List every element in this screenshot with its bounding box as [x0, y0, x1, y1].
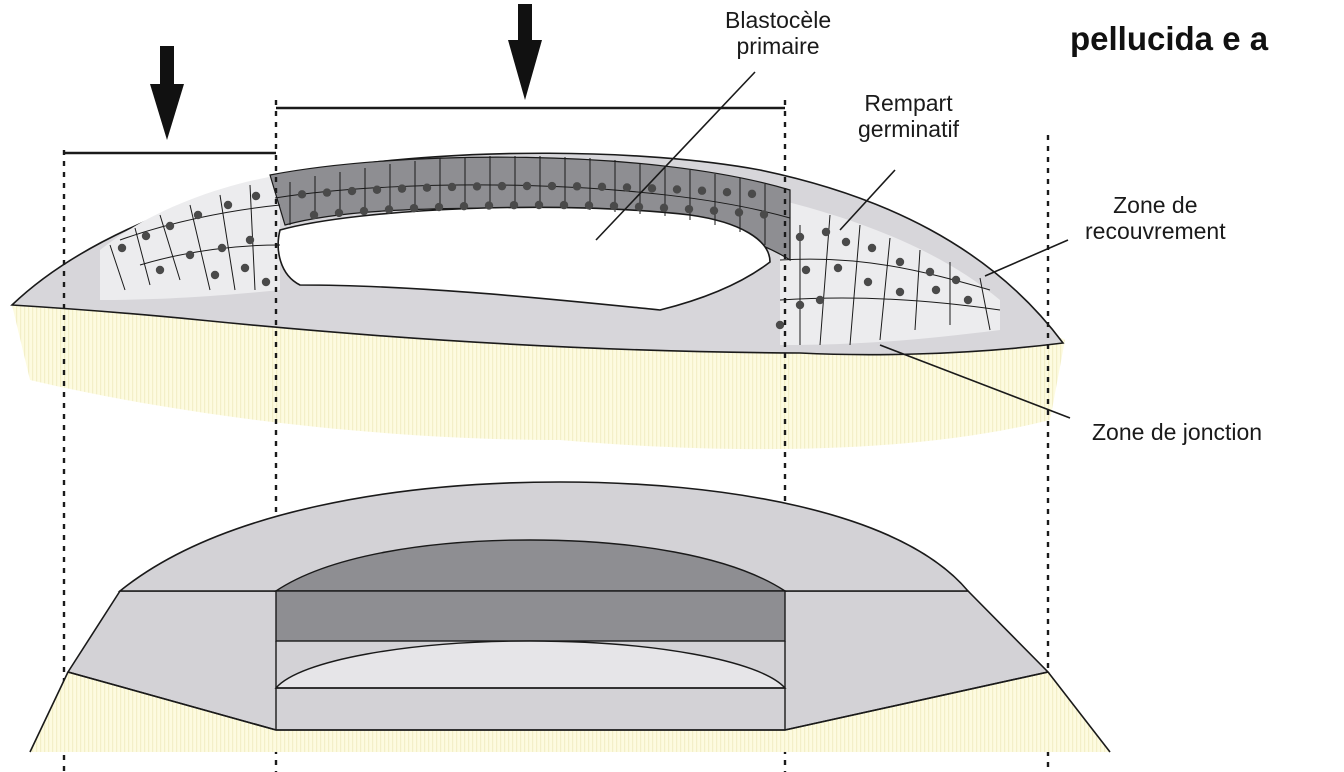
block-view — [30, 482, 1110, 752]
page-title-fragment: pellucida e a — [1070, 20, 1268, 58]
nucleus-dot — [323, 188, 331, 196]
nucleus-dot — [385, 205, 393, 213]
nucleus-dot — [398, 184, 406, 192]
nucleus-dot — [834, 264, 842, 272]
nucleus-dot — [796, 233, 804, 241]
nucleus-dot — [166, 222, 174, 230]
nucleus-dot — [246, 236, 254, 244]
nucleus-dot — [423, 183, 431, 191]
nucleus-dot — [685, 205, 693, 213]
nucleus-dot — [610, 202, 618, 210]
nucleus-dot — [435, 203, 443, 211]
nucleus-dot — [460, 202, 468, 210]
nucleus-dot — [842, 238, 850, 246]
nucleus-dot — [822, 228, 830, 236]
nucleus-dot — [673, 185, 681, 193]
nucleus-dot — [932, 286, 940, 294]
label-recouvrement-line1: Zone de — [1085, 192, 1226, 218]
nucleus-dot — [864, 278, 872, 286]
nucleus-dot — [698, 187, 706, 195]
nucleus-dot — [194, 211, 202, 219]
nucleus-dot — [448, 183, 456, 191]
nucleus-dot — [118, 244, 126, 252]
nucleus-dot — [598, 183, 606, 191]
nucleus-dot — [523, 182, 531, 190]
label-recouvrement: Zone de recouvrement — [1085, 192, 1226, 244]
nucleus-dot — [796, 301, 804, 309]
nucleus-dot — [735, 208, 743, 216]
arrow-down-icon — [508, 4, 542, 100]
nucleus-dot — [964, 296, 972, 304]
nucleus-dot — [535, 201, 543, 209]
nucleus-dot — [410, 204, 418, 212]
nucleus-dot — [776, 321, 784, 329]
nucleus-dot — [485, 201, 493, 209]
nucleus-dot — [623, 183, 631, 191]
nucleus-dot — [573, 182, 581, 190]
nucleus-dot — [335, 209, 343, 217]
nucleus-dot — [262, 278, 270, 286]
nucleus-dot — [760, 210, 768, 218]
nucleus-dot — [224, 201, 232, 209]
label-rempart-line2: germinatif — [858, 116, 959, 142]
nucleus-dot — [660, 204, 668, 212]
nucleus-dot — [710, 206, 718, 214]
nucleus-dot — [348, 187, 356, 195]
nucleus-dot — [360, 207, 368, 215]
nucleus-dot — [211, 271, 219, 279]
label-blastocele-line2: primaire — [725, 33, 831, 59]
nucleus-dot — [896, 258, 904, 266]
label-blastocele-line1: Blastocèle — [725, 7, 831, 33]
nucleus-dot — [868, 244, 876, 252]
nucleus-dot — [218, 244, 226, 252]
label-recouvrement-line2: recouvrement — [1085, 218, 1226, 244]
nucleus-dot — [748, 190, 756, 198]
nucleus-dot — [648, 184, 656, 192]
nucleus-dot — [142, 232, 150, 240]
nucleus-dot — [635, 203, 643, 211]
label-rempart-line1: Rempart — [858, 90, 959, 116]
nucleus-dot — [585, 201, 593, 209]
nucleus-dot — [952, 276, 960, 284]
nucleus-dot — [510, 201, 518, 209]
nucleus-dot — [548, 182, 556, 190]
nucleus-dot — [816, 296, 824, 304]
nucleus-dot — [186, 251, 194, 259]
nucleus-dot — [896, 288, 904, 296]
nucleus-dot — [560, 201, 568, 209]
nucleus-dot — [373, 186, 381, 194]
label-rempart: Rempart germinatif — [858, 90, 959, 142]
nucleus-dot — [473, 182, 481, 190]
nucleus-dot — [298, 190, 306, 198]
nucleus-dot — [802, 266, 810, 274]
nucleus-dot — [498, 182, 506, 190]
label-blastocele: Blastocèle primaire — [725, 7, 831, 59]
inner-dark-band — [276, 591, 785, 641]
nucleus-dot — [241, 264, 249, 272]
nucleus-dot — [723, 188, 731, 196]
nucleus-dot — [156, 266, 164, 274]
nucleus-dot — [926, 268, 934, 276]
nucleus-dot — [310, 211, 318, 219]
label-jonction: Zone de jonction — [1092, 419, 1262, 445]
nucleus-dot — [252, 192, 260, 200]
arrow-down-icon — [150, 46, 184, 140]
